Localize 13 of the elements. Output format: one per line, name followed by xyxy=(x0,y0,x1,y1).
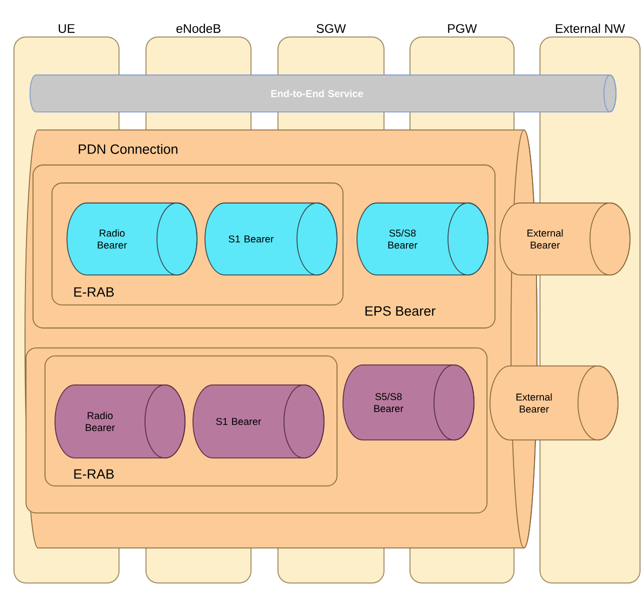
bearer-cylinder: S5/S8 Bearer xyxy=(342,364,474,440)
node-label: eNodeB xyxy=(176,24,220,33)
bearer-cylinder: External Bearer xyxy=(500,202,630,276)
node-label: SGW xyxy=(316,24,346,33)
node-label: External NW xyxy=(556,24,626,33)
node-label: PGW xyxy=(448,24,477,33)
bearer-cylinder: Radio Bearer xyxy=(54,384,186,458)
bearer-cylinder: S1 Bearer xyxy=(192,384,324,458)
bearer-cylinder: S5/S8 Bearer xyxy=(356,202,488,276)
bearer-cylinder: Radio Bearer xyxy=(66,202,198,276)
bearer-cylinder: External Bearer xyxy=(490,366,618,440)
node-label: UE xyxy=(58,24,75,33)
bearer-cylinder: S1 Bearer xyxy=(204,202,338,276)
